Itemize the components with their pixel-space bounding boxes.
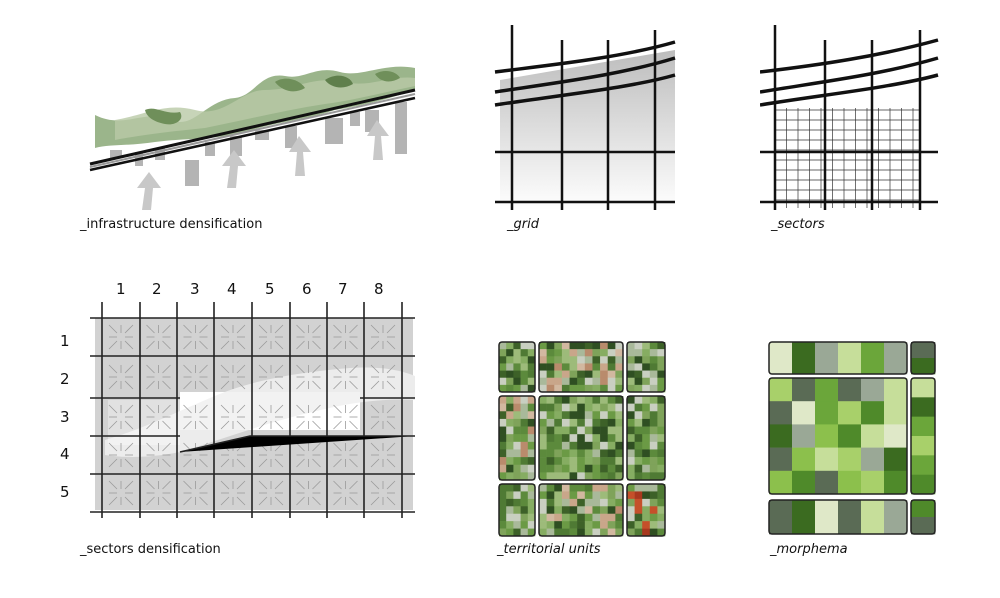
sectors-densification-panel: 1 2 3 4 5 6 7 8 1 2 3 4 5 xyxy=(50,280,420,540)
morphema-panel xyxy=(765,338,940,538)
sectors-panel xyxy=(760,20,940,215)
caption-grid: _grid xyxy=(507,217,539,232)
row-label: 4 xyxy=(60,445,70,463)
row-label: 1 xyxy=(60,332,70,350)
infrastructure-densification-panel xyxy=(85,60,420,210)
morphema-illustration xyxy=(768,341,936,535)
column-label: 1 xyxy=(116,280,126,298)
column-label: 7 xyxy=(338,280,348,298)
column-label: 5 xyxy=(265,280,275,298)
column-label: 3 xyxy=(190,280,200,298)
row-label: 3 xyxy=(60,408,70,426)
sectors-densification-illustration xyxy=(90,302,415,518)
column-label: 8 xyxy=(374,280,384,298)
row-label: 5 xyxy=(60,483,70,501)
grid-illustration xyxy=(494,25,676,210)
caption-sectors-densification: _sectors densification xyxy=(80,542,221,557)
row-label: 2 xyxy=(60,370,70,388)
caption-territorial-units: _territorial units xyxy=(497,542,601,557)
column-label: 2 xyxy=(152,280,162,298)
caption-infrastructure-densification: _infrastructure densification xyxy=(80,217,263,232)
caption-morphema: _morphema xyxy=(770,542,848,557)
territorial-units-illustration xyxy=(498,341,666,537)
caption-sectors: _sectors xyxy=(771,217,825,232)
column-label: 4 xyxy=(227,280,237,298)
grid-panel xyxy=(490,20,680,215)
sectors-illustration xyxy=(760,25,939,210)
column-label: 6 xyxy=(302,280,312,298)
infrastructure-illustration xyxy=(89,66,416,210)
territorial-units-panel xyxy=(497,340,669,538)
